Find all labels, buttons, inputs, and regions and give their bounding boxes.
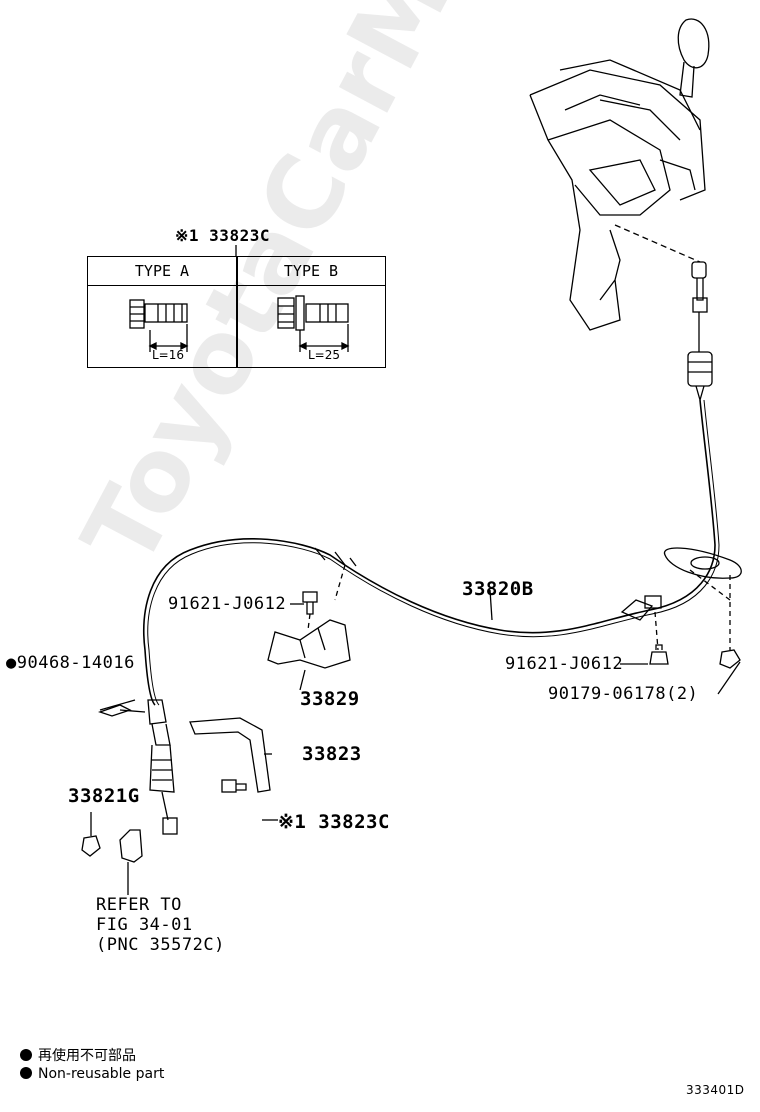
refer-line-1: REFER TO [96, 895, 182, 915]
type-b-bolt [277, 295, 350, 352]
non-reusable-dot-icon [20, 1067, 32, 1079]
legend-en: Non-reusable part [20, 1066, 164, 1082]
refer-line-3: (PNC 35572C) [96, 935, 225, 955]
label-33829[interactable]: 33829 [300, 688, 360, 710]
label-33821g[interactable]: 33821G [68, 785, 140, 807]
type-a-bolt [129, 299, 189, 352]
nut-33821g [81, 835, 101, 857]
figure-code: 333401D [686, 1083, 745, 1097]
type-a-header: TYPE A [88, 257, 236, 286]
bracket-33829 [267, 619, 351, 669]
bracket-33823 [189, 717, 271, 793]
label-33823c[interactable]: ※1 33823C [278, 811, 390, 833]
table-divider [236, 257, 238, 367]
non-reusable-dot-icon [20, 1049, 32, 1061]
grommet-plate [663, 547, 742, 579]
cable-lower-end [147, 699, 178, 835]
clip-90468 [97, 704, 146, 717]
legend-jp: 再使用不可部品 [20, 1045, 136, 1065]
label-91621-right[interactable]: 91621-J0612 [505, 654, 624, 674]
refer-line-2[interactable]: FIG 34-01 [96, 915, 193, 935]
bolt-33823c [221, 779, 247, 793]
shift-lever-assembly [529, 18, 710, 331]
bolt-91621-right [649, 644, 669, 665]
type-table: TYPE A TYPE B [87, 256, 386, 368]
dim-b: L=25 [308, 348, 341, 362]
dim-a: L=16 [152, 348, 185, 362]
label-90179[interactable]: 90179-06178(2) [548, 684, 699, 704]
cable-upper-end [687, 261, 713, 403]
label-33820b[interactable]: 33820B [462, 578, 534, 600]
cable-33820b [143, 399, 716, 706]
bolt-91621-top [302, 591, 318, 615]
type-a-column: TYPE A [88, 257, 236, 367]
table-title: ※1 33823C [175, 226, 270, 245]
label-91621-top[interactable]: 91621-J0612 [168, 594, 287, 614]
label-90468[interactable]: ●90468-14016 [6, 653, 135, 673]
plate-35572c [119, 829, 143, 863]
cable-clip-right [620, 595, 662, 621]
type-b-header: TYPE B [237, 257, 385, 286]
type-b-column: TYPE B [237, 257, 385, 367]
nut-90179 [719, 649, 741, 669]
label-33823[interactable]: 33823 [302, 743, 362, 765]
